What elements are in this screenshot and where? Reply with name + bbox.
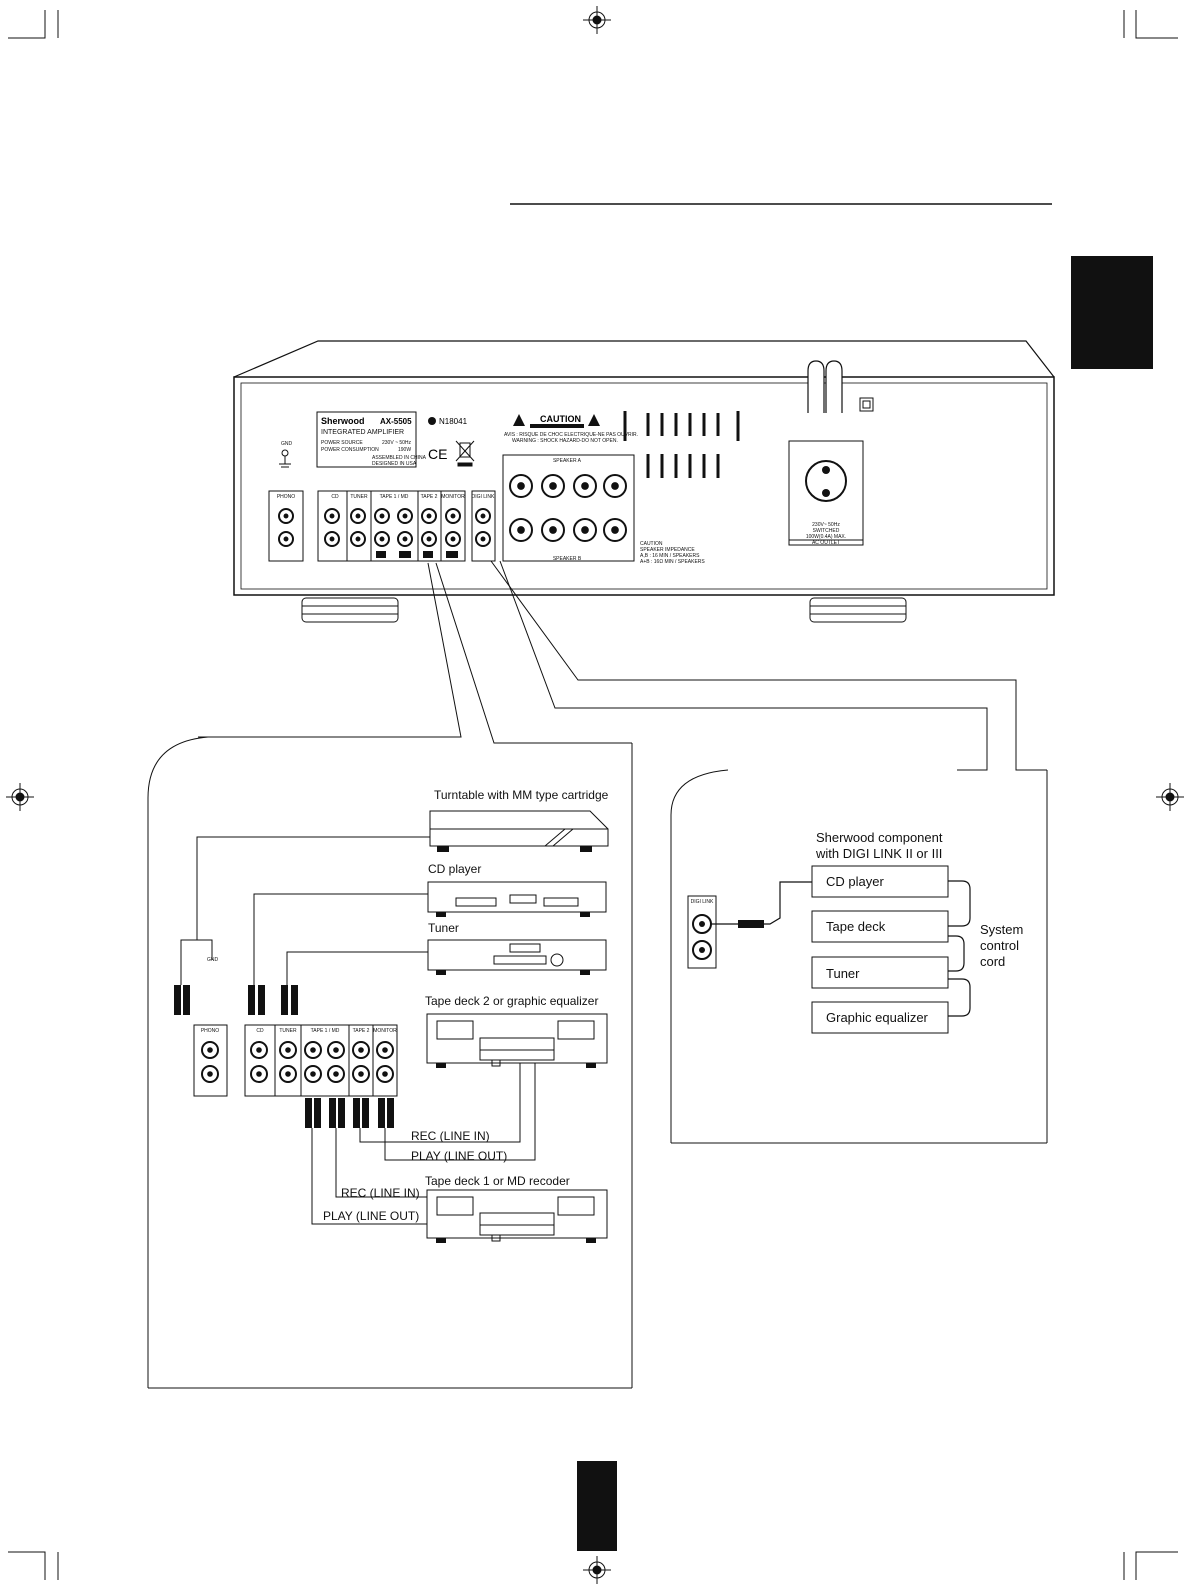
caution-title: CAUTION [540,414,581,424]
turntable-label: Turntable with MM type cartridge [434,788,609,802]
svg-text:AVIS : RISQUE DE CHOC ELECTRIQ: AVIS : RISQUE DE CHOC ELECTRIQUE-NE PAS … [504,432,638,438]
cd-player-label: CD player [428,862,481,876]
svg-text:ASSEMBLED IN CHINA: ASSEMBLED IN CHINA [372,455,427,461]
system-control-cords [948,880,971,1017]
svg-text:INTEGRATED AMPLIFIER: INTEGRATED AMPLIFIER [321,429,404,436]
svg-text:Graphic equalizer: Graphic equalizer [826,1010,929,1025]
digi-link-panel: Sherwood component with DIGI LINK II or … [670,769,1048,1144]
svg-text:CAUTION: CAUTION [640,541,663,547]
svg-text:POWER SOURCE: POWER SOURCE [321,440,363,446]
svg-text:230V~ 50Hz: 230V~ 50Hz [812,522,840,528]
svg-text:CD player: CD player [826,874,884,889]
svg-text:MONITOR: MONITOR [373,1028,397,1034]
rec-line-in-2: REC (LINE IN) [341,1186,420,1200]
tape-deck-1 [426,1189,608,1243]
ce-mark: CE [428,446,447,462]
svg-text:SPEAKER A: SPEAKER A [553,458,582,464]
component-label-line2: with DIGI LINK II or III [815,846,942,861]
crop-marks [8,10,1178,1580]
registration-mark-right [1156,783,1184,811]
svg-text:TAPE 2: TAPE 2 [353,1028,370,1034]
system-cord-label-3: cord [980,954,1005,969]
svg-text:CD: CD [331,494,339,500]
tape-deck-1-label: Tape deck 1 or MD recoder [425,1174,570,1188]
svg-text:SPEAKER IMPEDANCE: SPEAKER IMPEDANCE [640,547,695,553]
digi-link-cable [711,881,812,925]
turntable [429,810,609,852]
class2-icon [859,397,874,412]
svg-text:MONITOR: MONITOR [441,494,465,500]
cert-number: N18041 [439,417,468,426]
graphic-equalizer-box [811,1001,949,1034]
input-jack-groups [268,490,496,562]
svg-text:A+B : 16Ω MIN / SPEAKERS: A+B : 16Ω MIN / SPEAKERS [640,559,705,565]
svg-text:PHONO: PHONO [201,1028,219,1034]
tape-deck-2 [426,1013,608,1068]
component-label-line1: Sherwood component [816,830,943,845]
svg-text:TAPE 1 / MD: TAPE 1 / MD [311,1028,340,1034]
speaker-caution: CAUTION SPEAKER IMPEDANCE A,B : 16 MIN /… [640,541,705,565]
tuner-box [811,956,949,989]
cd-player-box [811,865,949,898]
leader-lines [198,560,1047,771]
digi-link-plug [738,920,764,928]
model-label: AX-5505 [380,417,412,426]
svg-text:100W(0.4A) MAX.: 100W(0.4A) MAX. [806,534,846,540]
tape-deck-2-label: Tape deck 2 or graphic equalizer [425,994,598,1008]
weee-bin-icon [455,440,475,467]
svg-text:DESIGNED IN USA: DESIGNED IN USA [372,461,417,467]
play-line-out-2: PLAY (LINE OUT) [323,1209,419,1223]
amplifier-rear-panel: Sherwood AX-5505 INTEGRATED AMPLIFIER PO… [198,340,1055,771]
caution-warning-icon [513,414,600,426]
section-tab [1071,256,1153,369]
signal-cables [180,836,536,1225]
tuner-label: Tuner [428,921,459,935]
svg-text:PHONO: PHONO [277,494,295,500]
svg-text:AC OUTLET: AC OUTLET [812,540,840,546]
svg-text:TUNER: TUNER [279,1028,297,1034]
brand-label: Sherwood [321,416,365,426]
svg-text:SWITCHED: SWITCHED [813,528,840,534]
rec-line-in-1: REC (LINE IN) [411,1129,490,1143]
svg-text:GND: GND [207,957,219,963]
system-cord-label-1: System [980,922,1023,937]
system-cord-label-2: control [980,938,1019,953]
left-jack-labels: PHONO CD TUNER TAPE 1 / MD TAPE 2 MONITO… [201,957,397,1034]
in-out-labels [376,551,458,558]
page-number-block [577,1461,617,1551]
gnd-terminal-icon [279,449,291,468]
svg-text:A,B : 16 MIN / SPEAKERS: A,B : 16 MIN / SPEAKERS [640,553,700,559]
svg-text:190W: 190W [398,447,411,453]
gnd-label: GND [281,441,293,447]
svg-text:TAPE 1 / MD: TAPE 1 / MD [380,494,409,500]
svg-text:Tuner: Tuner [826,966,860,981]
tape-deck-box [811,910,949,943]
play-line-out-1: PLAY (LINE OUT) [411,1149,507,1163]
svg-text:DIGI LINK: DIGI LINK [691,899,714,905]
input-labels: PHONO CD TUNER TAPE 1 / MD TAPE 2 MONITO… [277,494,495,500]
svg-text:TUNER: TUNER [350,494,368,500]
vent-slots [623,411,740,478]
registration-mark-bottom [583,1556,611,1584]
left-jack-panel [193,1024,398,1097]
registration-mark-top [583,6,611,34]
svg-text:230V ~ 50Hz: 230V ~ 50Hz [382,440,412,446]
tuner [427,939,607,975]
svg-text:Tape deck: Tape deck [826,919,886,934]
svg-text:DIGI LINK: DIGI LINK [472,494,495,500]
ac-outlet: 230V~ 50Hz SWITCHED 100W(0.4A) MAX. AC O… [788,440,864,546]
svg-text:CD: CD [256,1028,264,1034]
rca-plugs [174,985,394,1128]
power-cord [807,360,843,413]
svg-text:SPEAKER B: SPEAKER B [553,556,582,562]
svg-text:TAPE 2: TAPE 2 [421,494,438,500]
analog-connections-panel: Turntable with MM type cartridge CD play… [147,736,633,1389]
svg-text:WARNING : SHOCK HAZARD-DO NOT: WARNING : SHOCK HAZARD-DO NOT OPEN. [512,438,618,444]
cd-player [427,881,607,917]
svg-text:POWER CONSUMPTION: POWER CONSUMPTION [321,447,379,453]
speaker-terminals: SPEAKER A SPEAKER B [502,454,635,562]
registration-mark-left [6,783,34,811]
cert-icon [428,417,436,425]
